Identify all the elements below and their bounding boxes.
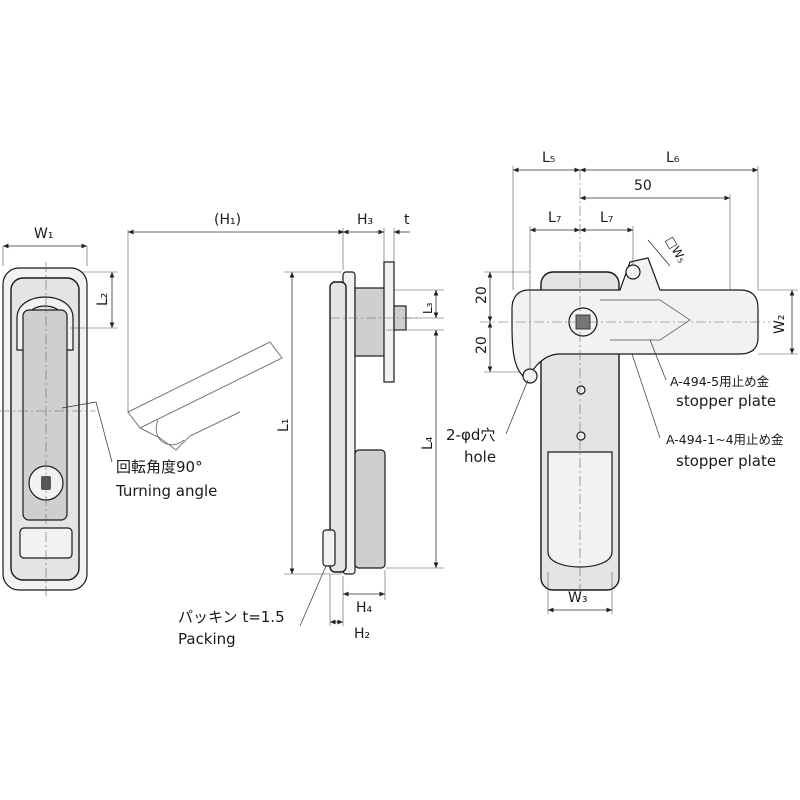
dim-label-h2: H₂ [354, 626, 370, 642]
dim-label-l2: L₂ [95, 293, 111, 306]
dim-label-w1: W₁ [34, 226, 53, 242]
dim-label-50: 50 [634, 178, 652, 194]
dim-label-l3: L₃ [421, 302, 435, 314]
note-packing-en: Packing [178, 630, 236, 648]
stopper-plate-side [383, 261, 395, 383]
dim-label-l7b: L₇ [600, 210, 613, 226]
side-housing-bottom [354, 449, 386, 569]
handle-lever [22, 309, 68, 521]
note-turning-angle-en: Turning angle [115, 482, 217, 500]
back-lower-pad [547, 451, 613, 568]
dim-label-20b: 20 [474, 336, 490, 354]
dim-label-l6: L₆ [666, 150, 680, 166]
side-handle [329, 281, 347, 573]
dim-label-h3: H₃ [357, 212, 373, 228]
dim-label-l7a: L₇ [548, 210, 561, 226]
stopper-screw-hole [625, 264, 641, 280]
rotated-handle-phantom [61, 230, 283, 463]
note-hole-en: hole [464, 448, 496, 466]
packing-detail [322, 529, 336, 567]
note-hole-jp: 2-φd穴 [446, 426, 495, 444]
stopper-hole-2 [522, 368, 538, 384]
dim-label-l5: L₅ [542, 150, 555, 166]
note-stopper5-en: stopper plate [676, 392, 776, 410]
stopper-plate [511, 257, 759, 382]
dim-label-l4: L₄ [420, 436, 436, 450]
note-stopper5-jp: A-494-5用止め金 [670, 374, 770, 389]
front-view: W₁ L₂ [0, 226, 118, 596]
dim-label-l1: L₁ [276, 419, 292, 432]
mount-hole-2 [576, 431, 586, 441]
side-housing-top [354, 287, 386, 357]
note-stopper14-en: stopper plate [676, 452, 776, 470]
dim-label-t: t [404, 212, 410, 228]
note-stopper14-jp: A-494-1~4用止め金 [666, 432, 784, 447]
dim-label-w3: W₃ [568, 590, 587, 606]
note-packing-jp: パッキン t=1.5 [178, 608, 285, 626]
note-turning-angle-jp: 回転角度90° [116, 458, 203, 476]
dim-label-h4: H₄ [356, 600, 373, 616]
dim-label-20a: 20 [474, 286, 490, 304]
side-view: L₁ H₃ t L₃ L₄ H₄ H₂ [276, 212, 444, 642]
mount-hole-1 [576, 385, 586, 395]
dim-label-w5: □W₅ [663, 234, 689, 265]
dim-label-w2: W₂ [772, 315, 788, 334]
dim-label-h1: (H₁) [214, 212, 241, 228]
